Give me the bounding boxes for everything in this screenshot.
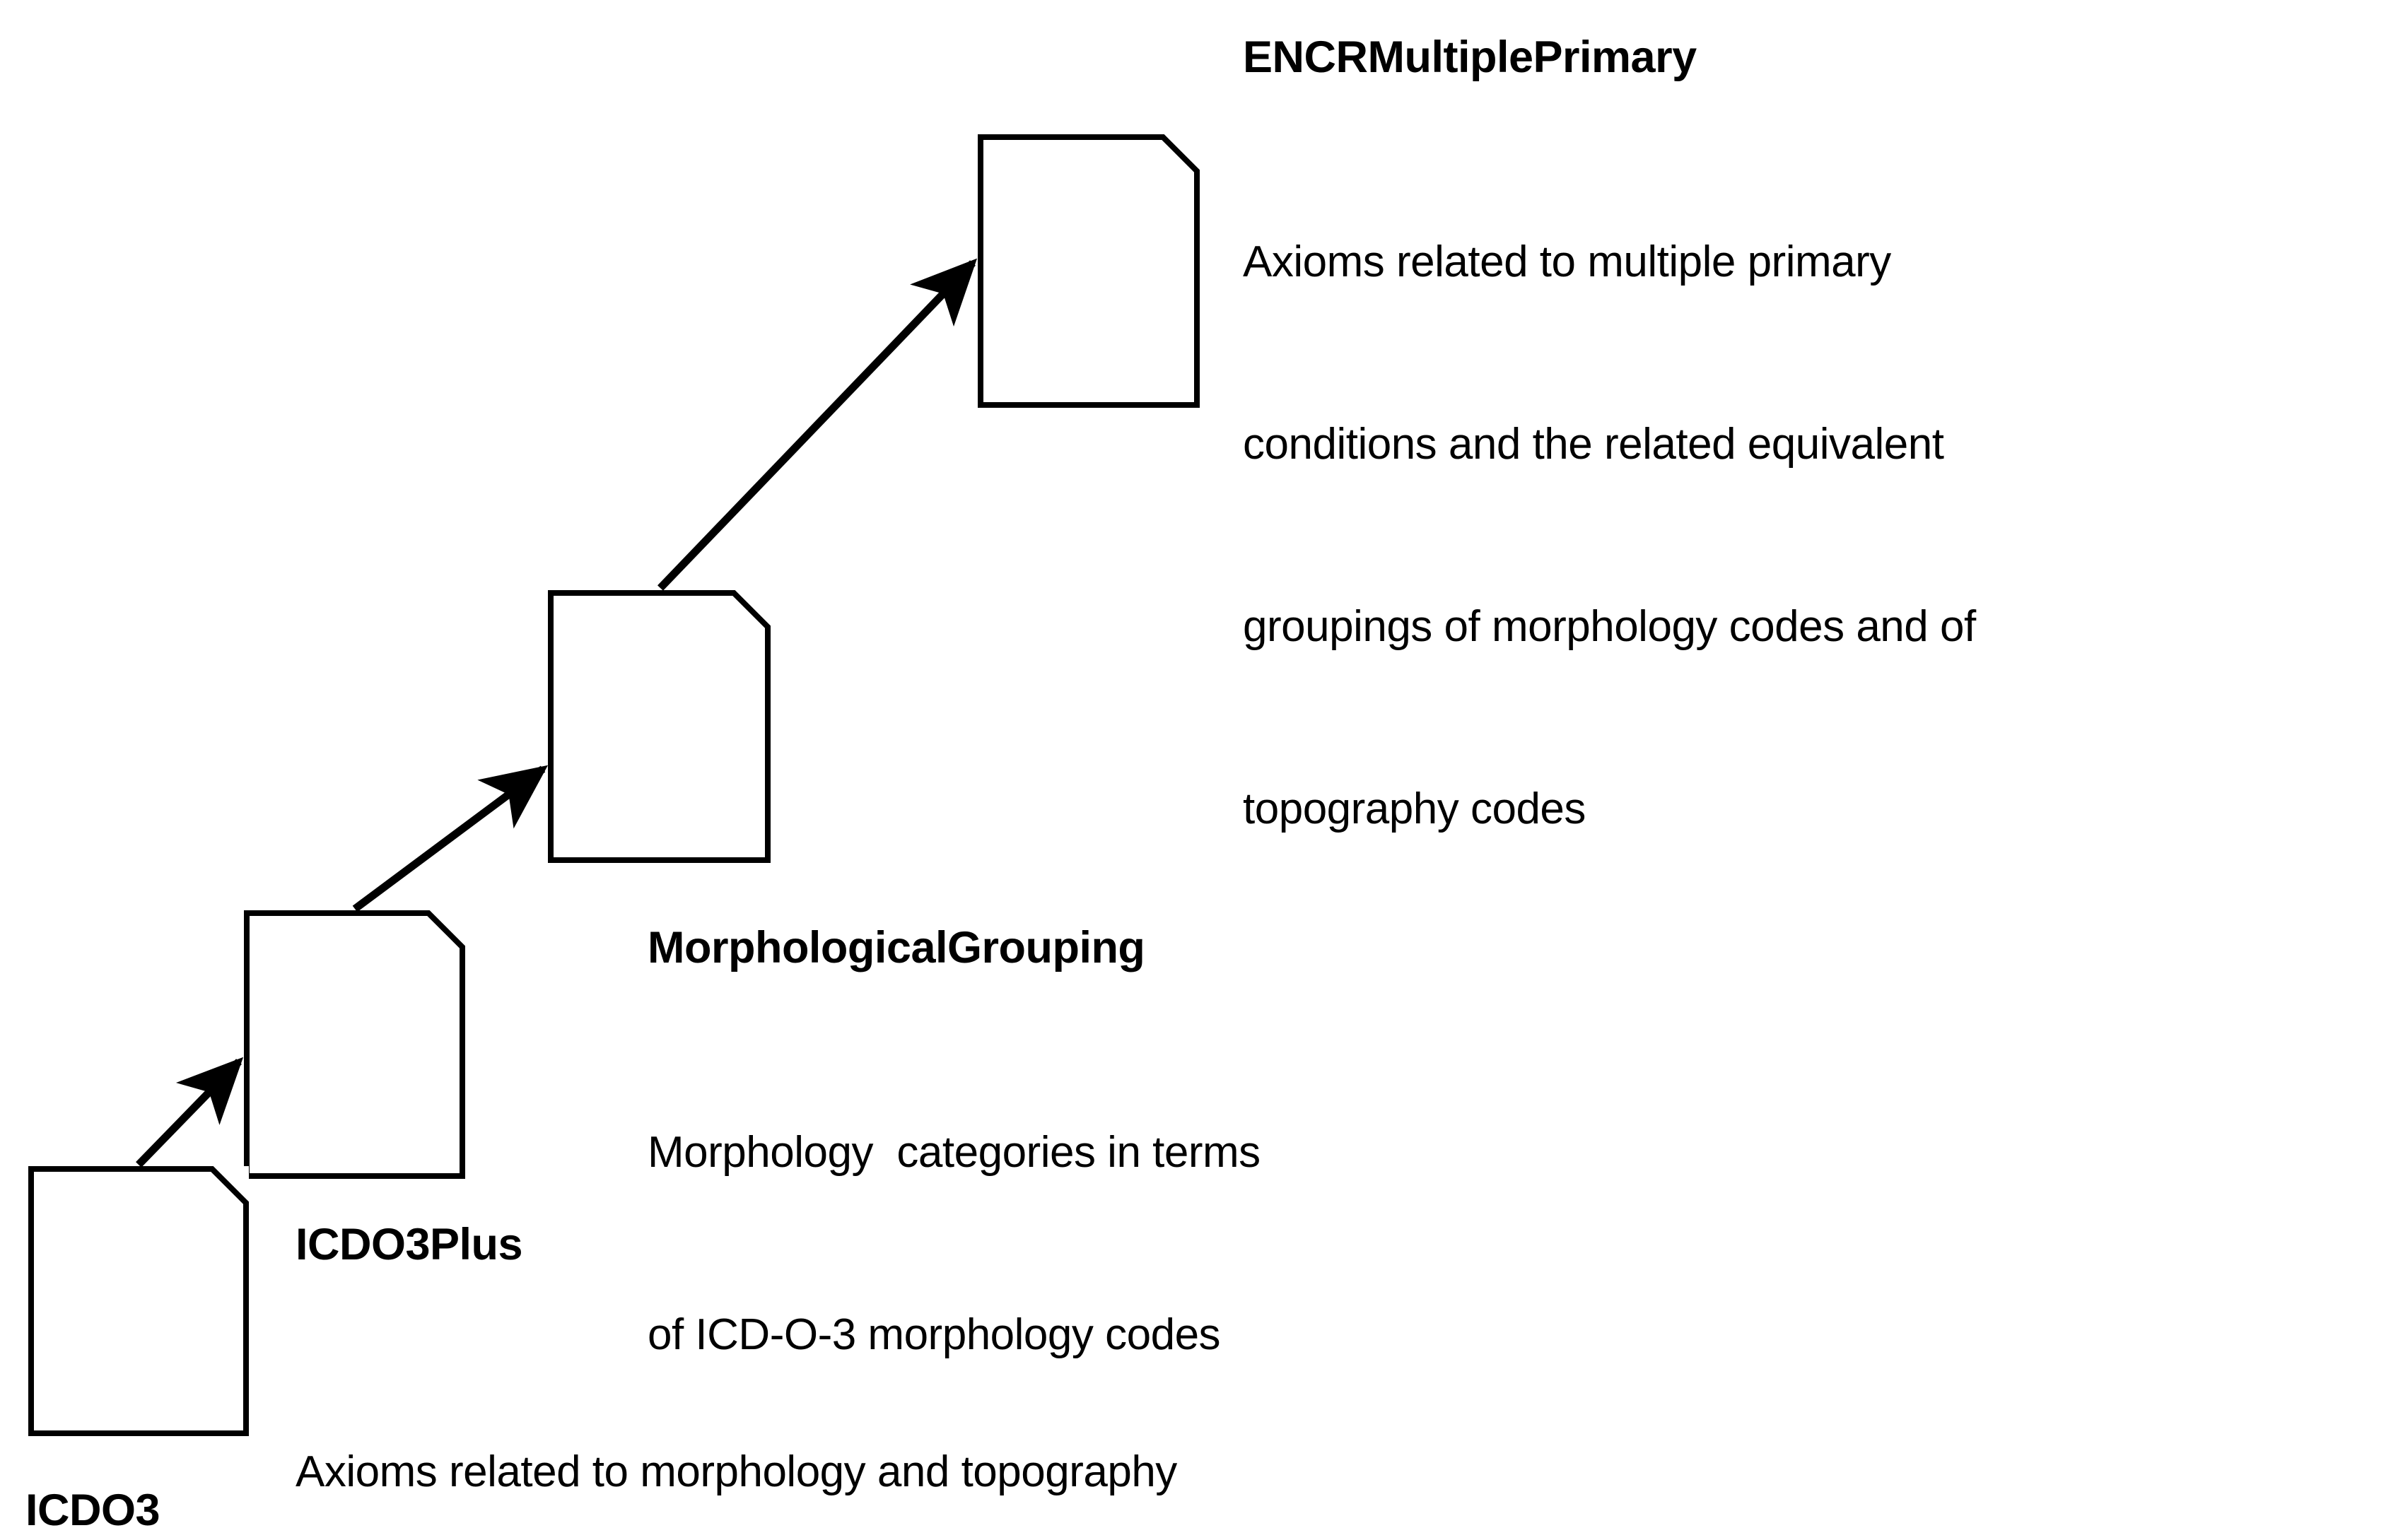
node-title-morphological-grouping: MorphologicalGrouping bbox=[648, 923, 1145, 972]
edge-icdo3plus-to-morph bbox=[352, 765, 549, 912]
node-title-icdo3: ICDO3 bbox=[25, 1486, 160, 1535]
node-icdo3-shape[interactable] bbox=[28, 1166, 249, 1436]
description-line: groupings of morphology codes and of bbox=[1243, 602, 1976, 651]
node-description-morphological-grouping: Morphology categories in terms of ICD-O-… bbox=[648, 1001, 1637, 1487]
document-icon bbox=[28, 1166, 249, 1436]
description-line: topography codes bbox=[1243, 784, 1586, 833]
description-line: Morphology categories in terms bbox=[648, 1128, 1261, 1177]
edge-morph-to-encr bbox=[657, 258, 978, 591]
node-morphological-grouping-shape[interactable] bbox=[548, 590, 771, 863]
node-icdo3plus-shape[interactable] bbox=[244, 910, 465, 1179]
description-line: conditions and the related equivalent bbox=[1243, 420, 1944, 469]
document-icon bbox=[978, 134, 1200, 408]
label-icdo3plus-description: Axioms related to morphology and topogra… bbox=[296, 1295, 1709, 1540]
label-icdo3plus-title: ICDO3Plus bbox=[296, 1192, 932, 1298]
document-icon bbox=[244, 910, 465, 1179]
node-description-icdo3plus: Axioms related to morphology and topogra… bbox=[296, 1320, 1709, 1540]
description-line: of ICD-O-3 morphology codes bbox=[648, 1310, 1221, 1359]
description-line: Axioms related to morphology and topogra… bbox=[296, 1447, 1177, 1496]
node-title-icdo3plus: ICDO3Plus bbox=[296, 1220, 523, 1269]
label-encr-multiple-primary: ENCRMultiplePrimary Axioms related to mu… bbox=[1243, 4, 2402, 987]
edge-icdo3-to-icdo3plus bbox=[136, 1057, 244, 1168]
node-title-encr-multiple-primary: ENCRMultiplePrimary bbox=[1243, 33, 1697, 82]
node-encr-multiple-primary-shape[interactable] bbox=[978, 134, 1200, 408]
document-icon bbox=[548, 590, 771, 863]
node-description-encr-multiple-primary: Axioms related to multiple primary condi… bbox=[1243, 110, 2402, 961]
label-icdo3: ICDO3 bbox=[25, 1457, 520, 1540]
label-morphological-grouping: MorphologicalGrouping Morphology categor… bbox=[648, 895, 1637, 1512]
description-line: Axioms related to multiple primary bbox=[1243, 237, 1891, 286]
